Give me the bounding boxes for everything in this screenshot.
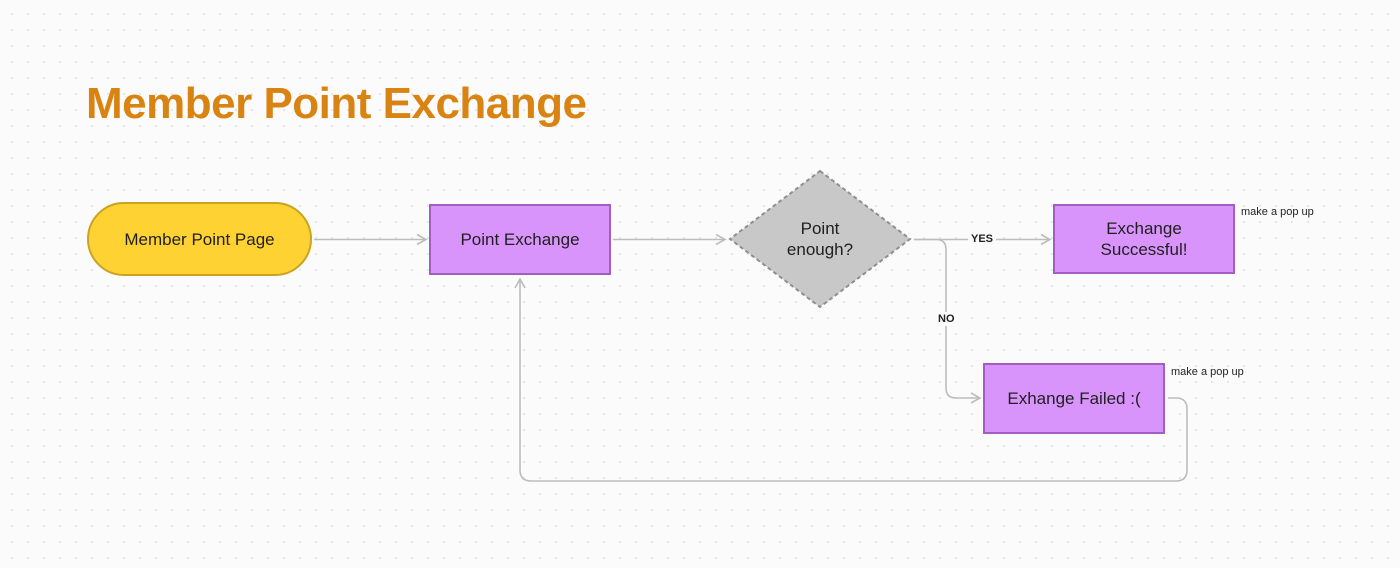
start-node-label: Member Point Page xyxy=(124,229,275,249)
yes-edge-label: YES xyxy=(968,232,997,246)
no-edge-label: NO xyxy=(935,312,958,326)
start-node-member-point-page[interactable]: Member Point Page xyxy=(87,202,312,276)
decision-node-point-enough[interactable]: Point enough? xyxy=(728,169,912,309)
process-node-point-exchange[interactable]: Point Exchange xyxy=(429,204,611,275)
success-note-text: make a pop up xyxy=(1241,206,1314,218)
result-node-exchange-failed[interactable]: Exhange Failed :( xyxy=(983,363,1165,434)
decision-label-line-1: Point xyxy=(800,219,840,238)
success-label-line-1: Exchange xyxy=(1106,219,1182,238)
result-node-exchange-successful[interactable]: Exchange Successful! xyxy=(1053,204,1235,274)
diagram-title: Member Point Exchange xyxy=(86,79,587,128)
failed-label: Exhange Failed :( xyxy=(1007,389,1141,408)
point-exchange-label: Point Exchange xyxy=(460,230,580,249)
decision-label: Point enough? xyxy=(728,169,912,309)
failed-note-text: make a pop up xyxy=(1171,366,1244,378)
success-label-line-2: Successful! xyxy=(1100,240,1188,259)
connector-failed-loop-back xyxy=(514,277,1188,482)
decision-label-line-2: enough? xyxy=(786,240,854,259)
decision-diamond-shape xyxy=(728,169,912,309)
